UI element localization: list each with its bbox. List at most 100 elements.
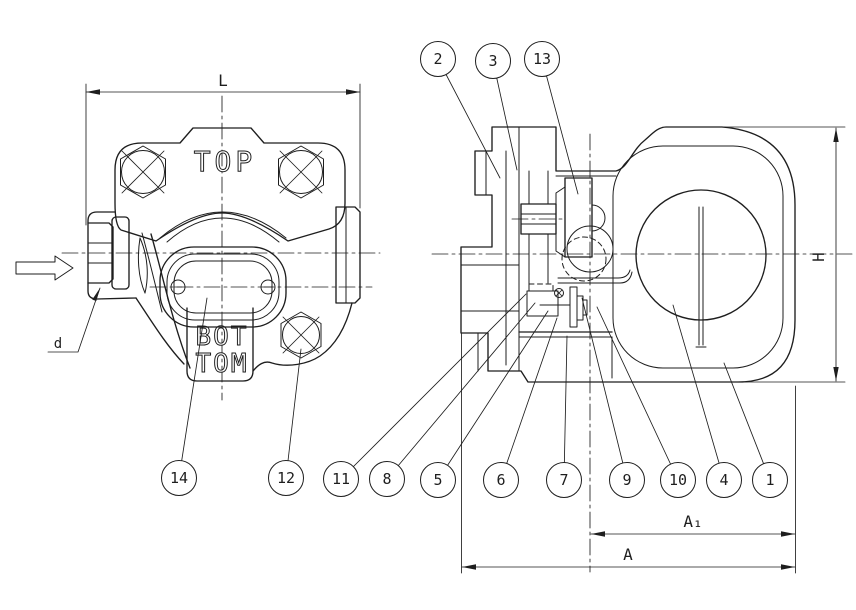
hex-bolt-top-left (121, 146, 166, 198)
cross-mark (280, 151, 322, 193)
inlet-hex-nut (88, 223, 113, 283)
hex-bolt-bottom (281, 312, 321, 358)
bolt-circle (122, 151, 165, 194)
balloon-circle (269, 461, 304, 496)
leader-part-8 (387, 303, 535, 479)
arrowhead (591, 531, 605, 537)
balloon-number: 3 (488, 52, 497, 70)
disc-solid-position (567, 226, 613, 272)
balloon-part-3: 3 (476, 44, 511, 79)
leader-part-10 (597, 307, 678, 480)
inlet-sleeve (112, 217, 129, 289)
arrowhead (833, 128, 839, 142)
hex-bolt-top-right (279, 146, 324, 198)
arrowhead (462, 564, 476, 570)
balloon-circle (476, 44, 511, 79)
balloon-part-14: 14 (162, 461, 197, 496)
flange-arch-inner (167, 218, 279, 242)
body-section-outline (461, 127, 795, 382)
dim-label-L: L (218, 71, 228, 90)
dim-label-H: H (809, 252, 828, 262)
inlet-size-label: d (54, 336, 62, 352)
balloon-number: 13 (533, 50, 551, 68)
leader-d (48, 288, 100, 352)
hex-outline (121, 146, 166, 198)
leader-part-4 (673, 305, 724, 480)
arrowhead (781, 564, 795, 570)
balloon-number: 14 (170, 469, 188, 487)
balloon-number: 5 (433, 471, 442, 489)
balloon-part-4: 4 (707, 463, 742, 498)
bolt-circle (280, 151, 323, 194)
leader-part-13 (542, 59, 578, 194)
balloon-number: 9 (622, 471, 631, 489)
dim-label-A: A (623, 545, 633, 564)
oval-cover-mid (167, 254, 279, 320)
leader-part-2 (438, 59, 500, 178)
balloon-circle (610, 463, 645, 498)
balloon-number: 12 (277, 469, 295, 487)
pivot-cross (556, 290, 562, 296)
leader-part-14 (179, 298, 207, 478)
balloon-number: 6 (496, 471, 505, 489)
body-parting-curve-echo (142, 233, 162, 312)
body-lower-left-edge (136, 298, 184, 364)
leader-lines (179, 59, 770, 480)
pivot-pin (555, 289, 564, 298)
casting-lens-curve (138, 238, 145, 293)
balloon-number: 10 (669, 471, 687, 489)
cage-boss (592, 205, 605, 231)
leader-part-3 (493, 61, 517, 170)
arrowhead (86, 89, 100, 95)
balloon-circle (421, 463, 456, 498)
disc-phantom-position (562, 237, 606, 281)
balloon-circle (753, 463, 788, 498)
balloon-number: 1 (765, 471, 774, 489)
balloon-part-9: 9 (610, 463, 645, 498)
chamber-inner-wall (613, 146, 783, 368)
bracket-line (558, 272, 632, 283)
screen-hidden-edge (529, 284, 553, 291)
top-marking-text: TOP (194, 145, 257, 178)
top-flange-outline (115, 128, 345, 241)
cross-mark (122, 151, 164, 193)
balloon-part-8: 8 (370, 462, 405, 497)
balloon-number: 4 (719, 471, 728, 489)
leader-part-5 (438, 311, 548, 480)
bolt-circle (283, 317, 320, 354)
arrowhead (92, 288, 100, 301)
leader-part-9 (582, 298, 627, 480)
balloon-part-12: 12 (269, 461, 304, 496)
cage-collar (556, 187, 565, 257)
arrowhead (346, 89, 360, 95)
float-element (636, 190, 766, 320)
balloon-part-7: 7 (547, 463, 582, 498)
bracket-line (558, 270, 630, 278)
outlet-flange (336, 207, 360, 303)
balloon-circle (525, 42, 560, 77)
dim-label-A1: A₁ (683, 512, 702, 531)
leader-part-7 (564, 336, 567, 480)
balloon-circle (370, 462, 405, 497)
balloon-part-10: 10 (661, 463, 696, 498)
cover-rivet-right (261, 280, 275, 294)
balloon-part-5: 5 (421, 463, 456, 498)
oval-cover-outer (160, 247, 286, 327)
balloon-part-6: 6 (484, 463, 519, 498)
flow-direction-arrow (16, 256, 73, 280)
balloon-part-1: 1 (753, 463, 788, 498)
hex-outline (279, 146, 324, 198)
hex-outline (281, 312, 321, 358)
leader-part-11 (341, 294, 526, 479)
valve-cage (565, 178, 592, 257)
balloon-circle (547, 463, 582, 498)
leader-part-6 (501, 318, 557, 480)
bottom-tab-outline (187, 308, 253, 381)
balloon-part-13: 13 (525, 42, 560, 77)
arrowhead (833, 367, 839, 381)
cover-rivet-left (171, 280, 185, 294)
casting-lens-curve (140, 238, 147, 293)
balloon-number: 8 (382, 470, 391, 488)
